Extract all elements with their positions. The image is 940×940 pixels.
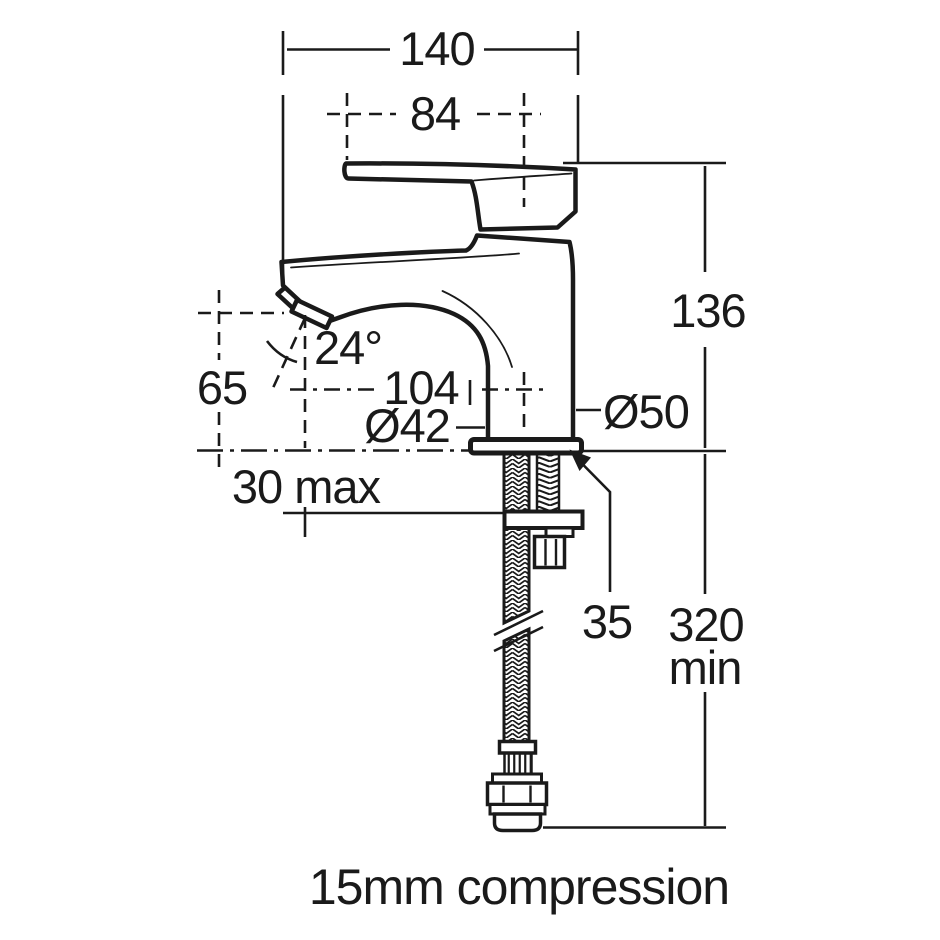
dim-handle-width-label: 84 [410,87,460,140]
dim-height-label: 136 [670,284,745,337]
dim-height-above-deck: 136 [563,161,747,448]
body-contour-line [290,252,520,269]
caption: 15mm compression [309,859,729,915]
dim-spout-projection-label: 104 [383,361,458,414]
deck-surface-line [197,449,726,453]
threaded-stud [535,450,561,514]
spout-bend-contour [441,290,513,368]
dim-deck-thickness-label: 30 max [232,460,381,513]
dim-overall-width-label: 140 [399,22,474,75]
faucet-handle [342,161,578,232]
fixing-nut [532,526,575,570]
dim-body-diameter: Ø42 [364,399,485,452]
leader-arrow-icon [569,449,591,471]
below-deck-assembly [485,450,585,833]
dim-spout-projection: 104 [290,361,543,432]
dimensions: 140 84 136 320 min [197,22,747,829]
dim-spout-height-label: 65 [197,361,247,414]
dim-base-diameter-label: Ø50 [603,385,689,438]
aerator-detail [275,285,335,331]
flexible-hose [502,450,531,744]
dim-fixing-stud-label: 35 [582,595,632,648]
dim-hose-length-unit: min [669,641,742,694]
base-flange [468,437,584,456]
faucet [275,161,584,456]
compression-fitting [485,739,549,833]
dim-hose-length-label: 320 [668,598,743,651]
faucet-body [279,233,576,443]
dim-body-diameter-label: Ø42 [364,399,450,452]
dim-base-diameter: Ø50 [576,385,690,438]
dim-deck-thickness: 30 max [232,460,505,537]
dim-spout-angle-label: 24° [314,321,382,374]
dim-fixing-stud: 35 [569,449,633,648]
hose-break-symbol [493,609,544,653]
clamping-plate [502,509,585,530]
dim-spout-angle: 24° [265,315,383,448]
dim-overall-width: 140 [281,22,580,281]
dim-hose-length: 320 min [543,454,745,829]
handle-contour-line [473,172,573,182]
dim-handle-width: 84 [327,87,541,207]
dim-spout-height: 65 [197,290,284,468]
